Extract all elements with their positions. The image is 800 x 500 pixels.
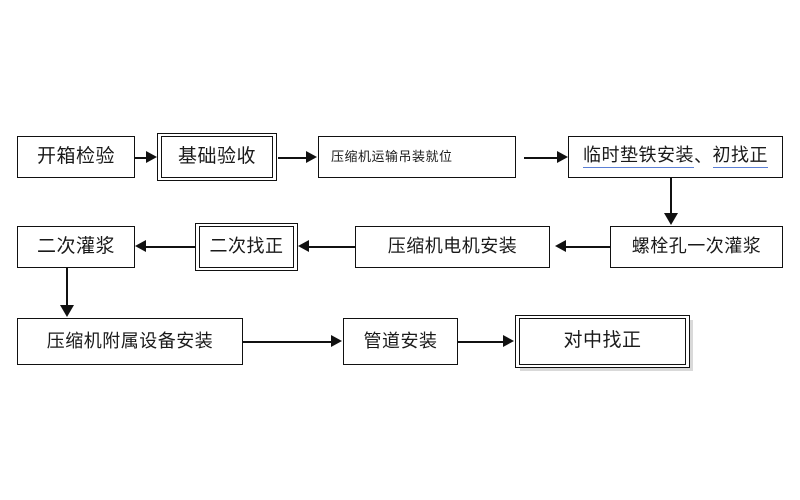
edge-linshi-to-luoshuankong-line <box>670 178 672 216</box>
edge-luoshuankong-to-dianji-line <box>566 246 610 248</box>
edge-dianji-to-ercizhaozheng-arrowhead <box>298 240 309 252</box>
node-kaixiang-jianyan[interactable]: 开箱检验 <box>17 136 135 178</box>
edge-yunshu-to-linshi-line <box>524 157 558 159</box>
node-label: 对中找正 <box>563 330 642 352</box>
node-label: 二次灌浆 <box>36 235 115 257</box>
edge-yunshu-to-linshi-arrowhead <box>557 151 568 163</box>
edge-linshi-to-luoshuankong-arrowhead <box>664 213 678 225</box>
edge-guandao-to-duizhong-arrowhead <box>503 335 514 347</box>
edge-fushu-to-guandao-line <box>243 341 332 343</box>
node-label: 管道安装 <box>363 330 438 351</box>
node-linshi-dietie-chuzhaozheng[interactable]: 临时垫铁安装、初找正 <box>568 136 783 178</box>
edge-dianji-to-ercizhaozheng-line <box>309 246 355 248</box>
node-label-link-part-2[interactable]: 初找正 <box>712 145 768 168</box>
node-label: 基础验收 <box>177 145 256 167</box>
node-yunshu-diaozhuang[interactable]: 压缩机运输吊装就位 <box>318 136 516 178</box>
node-inner-frame: 对中找正 <box>519 318 686 365</box>
edge-kaixiang-to-jichu-line <box>135 157 147 159</box>
edge-jichu-to-yunshu-arrowhead <box>306 151 317 163</box>
edge-kaixiang-to-jichu-arrowhead <box>146 151 157 163</box>
node-duizhong-zhaozheng[interactable]: 对中找正 <box>515 315 690 368</box>
node-guandao-anzhuang[interactable]: 管道安装 <box>343 318 458 365</box>
edge-ercizhaozheng-to-ercihuajiang-line <box>146 246 195 248</box>
node-yasuoji-fushu-shebei-anzhuang[interactable]: 压缩机附属设备安装 <box>17 318 243 365</box>
edge-ercihuajiang-to-fushu-line <box>66 268 68 308</box>
node-label: 压缩机电机安装 <box>387 236 518 257</box>
node-label-separator: 、 <box>694 146 713 167</box>
edge-ercizhaozheng-to-ercihuajiang-arrowhead <box>135 240 146 252</box>
node-label-link-part-1[interactable]: 临时垫铁安装 <box>583 145 694 168</box>
node-label: 螺栓孔一次灌浆 <box>631 236 762 257</box>
node-inner-frame: 基础验收 <box>161 136 273 178</box>
node-erci-zhaozheng[interactable]: 二次找正 <box>195 223 298 271</box>
node-label: 压缩机运输吊装就位 <box>331 148 453 164</box>
node-yasuoji-dianji-anzhuang[interactable]: 压缩机电机安装 <box>355 226 550 268</box>
edge-guandao-to-duizhong-line <box>458 341 504 343</box>
node-erci-huajiang[interactable]: 二次灌浆 <box>17 226 135 268</box>
node-label: 二次找正 <box>209 236 284 257</box>
node-inner-frame: 二次找正 <box>199 226 294 268</box>
edge-jichu-to-yunshu-line <box>278 157 307 159</box>
edge-ercihuajiang-to-fushu-arrowhead <box>60 305 74 317</box>
node-label: 压缩机附属设备安装 <box>46 330 214 351</box>
node-luoshuankong-yicihuajiang[interactable]: 螺栓孔一次灌浆 <box>610 226 783 268</box>
edge-luoshuankong-to-dianji-arrowhead <box>555 240 566 252</box>
edge-fushu-to-guandao-arrowhead <box>331 335 342 347</box>
node-jichu-yanshou[interactable]: 基础验收 <box>157 133 277 181</box>
node-label: 开箱检验 <box>36 145 115 167</box>
